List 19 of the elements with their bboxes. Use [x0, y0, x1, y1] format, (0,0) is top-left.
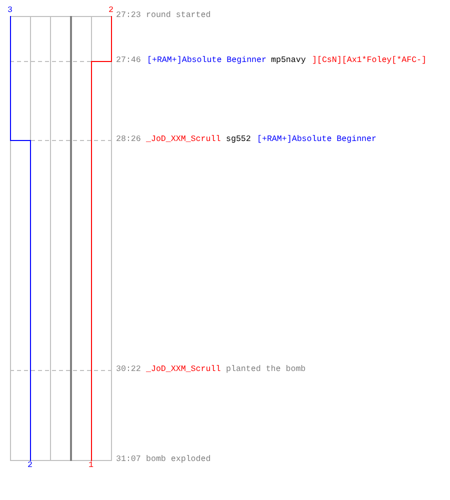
player-count: 2 — [28, 461, 32, 471]
player-count: 2 — [108, 6, 114, 16]
player-name: _JoD_XXM_Scrull — [146, 135, 221, 145]
timestamp: 31:07 — [116, 455, 141, 465]
player-count: 3 — [8, 6, 12, 16]
weapon-name: mp5navy — [271, 56, 306, 66]
timestamp: 27:46 — [116, 56, 141, 66]
player-name: [+RAM+]Absolute Beginner — [257, 135, 376, 145]
event-text: bomb exploded — [146, 455, 211, 465]
timestamp: 27:23 — [116, 11, 141, 21]
event-text: round started — [146, 11, 211, 21]
player-name: [+RAM+]Absolute Beginner — [147, 56, 266, 66]
timestamp: 28:26 — [116, 135, 141, 145]
timestamp: 30:22 — [116, 365, 141, 375]
event-text: planted the bomb — [226, 365, 306, 375]
weapon-name: sg552 — [226, 135, 251, 145]
player-name: ][CsN][Ax1*Foley[*AFC-] — [312, 56, 427, 66]
player-name: _JoD_XXM_Scrull — [146, 365, 221, 375]
player-count: 1 — [88, 461, 94, 471]
